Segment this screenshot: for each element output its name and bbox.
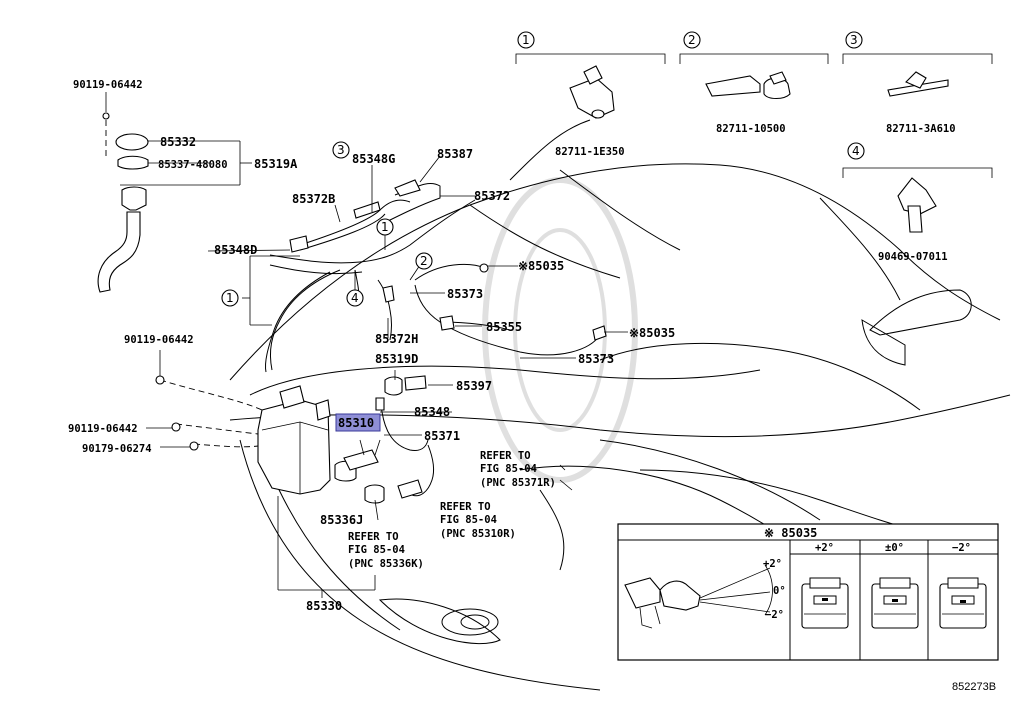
figure-id: 852273B: [952, 681, 996, 693]
label-85373-a: 85373: [447, 287, 483, 301]
label-85332: 85332: [160, 135, 196, 149]
label-82711-10500: 82711-10500: [716, 123, 786, 135]
note-85310r-line3: (PNC 85310R): [440, 528, 516, 540]
filler-neck-group: [97, 92, 252, 293]
label-85035-b: ※85035: [629, 326, 675, 340]
label-90469-07011: 90469-07011: [878, 251, 948, 263]
label-85337-48080: 85337-48080: [158, 159, 228, 171]
nozzle-angle-inset: ※ 85035 +2° ±0° −2° +2° 0° −2°: [617, 523, 999, 661]
callout-3-diagram: 3: [337, 143, 345, 157]
label-85319d: 85319D: [375, 352, 418, 366]
callout-1-diagram: 1: [381, 220, 389, 234]
inset-title: ※ 85035: [764, 526, 817, 540]
callout-2-diagram: 2: [420, 254, 428, 268]
label-85319a: 85319A: [254, 157, 298, 171]
label-82711-3a610: 82711-3A610: [886, 123, 956, 135]
label-85373-b: 85373: [578, 352, 614, 366]
label-85355: 85355: [486, 320, 522, 334]
inset-angle-zero: 0°: [773, 585, 786, 597]
note-85310r-line1: REFER TO: [440, 501, 491, 513]
label-85035-a: ※85035: [518, 259, 564, 273]
inset-col-0: ±0°: [885, 542, 904, 554]
clip-detail-3: 3 82711-3A610: [842, 31, 993, 135]
highlight-85310: [335, 413, 381, 432]
callout-1-diagram-left: 1: [226, 291, 234, 305]
nozzle-face-0: [871, 577, 919, 629]
callout-4-diagram: 4: [351, 291, 359, 305]
inset-col-minus2: −2°: [952, 542, 971, 554]
label-85348g: 85348G: [352, 152, 395, 166]
leader-lines: [207, 155, 628, 521]
label-90119-06442-top: 90119-06442: [73, 79, 143, 91]
clip-detail-4: 4 90469-07011: [842, 142, 993, 263]
clip-detail-2: 2 82711-10500: [679, 31, 829, 135]
callout-2-clip: 2: [688, 33, 696, 47]
label-85336j: 85336J: [320, 513, 363, 527]
note-85336k-line3: (PNC 85336K): [348, 558, 424, 570]
label-85348: 85348: [414, 405, 450, 419]
refer-notes: REFER TO FIG 85-04 (PNC 85371R) REFER TO…: [348, 450, 556, 570]
label-85372b: 85372B: [292, 192, 335, 206]
label-85310[interactable]: 85310: [338, 416, 374, 430]
label-85372h: 85372H: [375, 332, 418, 346]
callout-1-clip: 1: [522, 33, 530, 47]
label-82711-1e350: 82711-1E350: [555, 146, 625, 158]
label-85387: 85387: [437, 147, 473, 161]
note-85336k-line1: REFER TO: [348, 531, 399, 543]
diagram-callouts: 3 1 2 1 4: [221, 141, 433, 307]
label-90179-06274: 90179-06274: [82, 443, 152, 455]
callout-4-clip: 4: [852, 144, 860, 158]
label-85397: 85397: [456, 379, 492, 393]
part-labels: 90119-06442 85332 85337-48080 85319A 853…: [68, 79, 675, 613]
label-85330: 85330: [306, 599, 342, 613]
washer-reservoir: [159, 375, 452, 598]
bolts: [146, 350, 199, 451]
note-85336k-line2: FIG 85-04: [348, 544, 405, 556]
note-85371r-line2: FIG 85-04: [480, 463, 537, 475]
inset-angle-plus: +2°: [763, 558, 782, 570]
inset-angle-minus: −2°: [765, 609, 784, 621]
nozzle-face-plus2: [801, 577, 849, 629]
clip-detail-1: 1 82711-1E350: [515, 31, 666, 158]
label-85348d: 85348D: [214, 243, 257, 257]
note-85371r-line3: (PNC 85371R): [480, 477, 556, 489]
label-85372: 85372: [474, 189, 510, 203]
note-85310r-line2: FIG 85-04: [440, 514, 497, 526]
inset-col-plus2: +2°: [815, 542, 834, 554]
label-90119-06442-mid: 90119-06442: [124, 334, 194, 346]
label-90119-06442-low: 90119-06442: [68, 423, 138, 435]
label-85371: 85371: [424, 429, 460, 443]
nozzle-face-minus2: [939, 577, 987, 629]
callout-3-clip: 3: [850, 33, 858, 47]
note-85371r-line1: REFER TO: [480, 450, 531, 462]
